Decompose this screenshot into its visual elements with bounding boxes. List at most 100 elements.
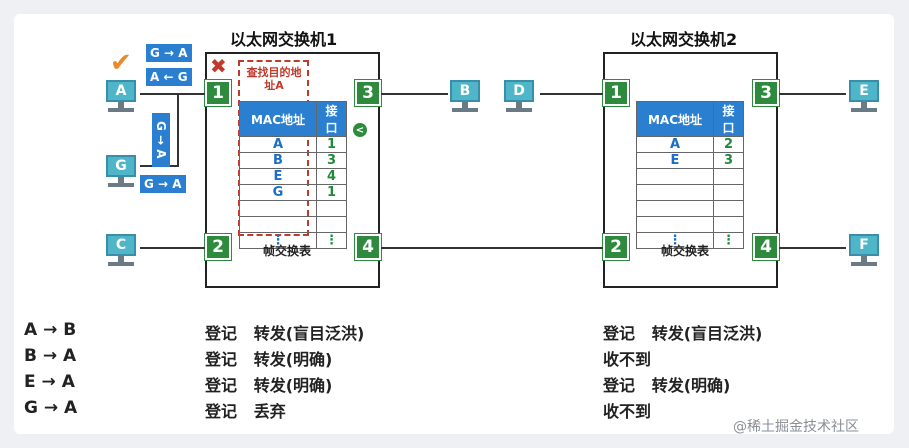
host-F: F bbox=[845, 234, 883, 276]
mac-header: MAC地址 bbox=[239, 101, 317, 137]
switch2-port-2: 2 bbox=[603, 234, 629, 260]
event-3-sw2: 登记 转发(明确) bbox=[603, 376, 731, 395]
port-cell: 1 bbox=[316, 136, 347, 153]
switch2-port-4: 4 bbox=[753, 234, 779, 260]
port-cell: ⋮ bbox=[316, 232, 347, 249]
host-A: A bbox=[102, 80, 140, 122]
link-sw1-B bbox=[381, 93, 448, 95]
host-G-label: G bbox=[106, 155, 136, 177]
switch1-port-1: 1 bbox=[205, 80, 231, 106]
event-4-sw2: 收不到 bbox=[603, 402, 652, 421]
port-cell bbox=[316, 216, 347, 233]
frame-G-to-A-bottom: G → A bbox=[140, 175, 186, 193]
switch2-port-3: 3 bbox=[753, 80, 779, 106]
port-cell: 1 bbox=[316, 184, 347, 201]
port-cell: 3 bbox=[316, 152, 347, 169]
frame-A-from-G: A ← G bbox=[146, 68, 192, 86]
mac-cell: A bbox=[239, 136, 317, 153]
event-2-sw2: 收不到 bbox=[603, 350, 652, 369]
host-B-label: B bbox=[450, 80, 480, 102]
link-sw2-E bbox=[779, 93, 846, 95]
frame-G-to-A-top: G → A bbox=[146, 44, 192, 62]
switch1-port-3: 3 bbox=[355, 80, 381, 106]
link-sw1-sw2 bbox=[381, 247, 603, 249]
host-B: B bbox=[446, 80, 484, 122]
mac-cell: ⋮ bbox=[239, 232, 317, 249]
table-row bbox=[636, 168, 744, 185]
port-header: 接口 bbox=[316, 101, 347, 137]
event-label-2: B → A bbox=[24, 346, 77, 366]
event-3-sw1: 登记 转发(明确) bbox=[205, 376, 333, 395]
link-D-sw2 bbox=[540, 93, 603, 95]
mac-cell bbox=[239, 216, 317, 233]
mac-header: MAC地址 bbox=[636, 101, 714, 137]
lookup-match-pointer-icon: < bbox=[353, 123, 367, 137]
table-row bbox=[636, 216, 744, 233]
host-G: G bbox=[102, 155, 140, 197]
port-cell bbox=[316, 200, 347, 217]
switch1-port-4: 4 bbox=[355, 234, 381, 260]
mac-cell: A bbox=[636, 136, 714, 153]
switch2-table-caption: 帧交换表 bbox=[661, 244, 710, 258]
port-header: 接口 bbox=[713, 101, 744, 137]
watermark: @稀土掘金技术社区 bbox=[733, 419, 859, 435]
event-label-4: G → A bbox=[24, 398, 78, 418]
table-row bbox=[239, 200, 347, 217]
frame-G-to-A-vertical: G → A bbox=[152, 113, 170, 167]
received-check-icon: ✔ bbox=[110, 48, 132, 78]
table-row bbox=[636, 184, 744, 201]
host-E-label: E bbox=[849, 80, 879, 102]
switch2-port-1: 1 bbox=[603, 80, 629, 106]
port-cell: 4 bbox=[316, 168, 347, 185]
link-C-sw1 bbox=[140, 247, 205, 249]
event-4-sw1: 登记 丢弃 bbox=[205, 402, 286, 421]
event-1-sw2: 登记 转发(盲目泛洪) bbox=[603, 324, 763, 343]
port-cell: 3 bbox=[713, 152, 744, 169]
host-D: D bbox=[500, 80, 538, 122]
host-F-label: F bbox=[849, 234, 879, 256]
port-cell bbox=[713, 200, 744, 217]
mac-cell: G bbox=[239, 184, 317, 201]
host-E: E bbox=[845, 80, 883, 122]
port-cell bbox=[713, 216, 744, 233]
port-cell: 2 bbox=[713, 136, 744, 153]
mac-cell bbox=[636, 168, 714, 185]
lookup-note: 查找目的地址A bbox=[246, 66, 302, 92]
mac-cell: E bbox=[636, 152, 714, 169]
port-cell bbox=[713, 168, 744, 185]
table-row bbox=[239, 216, 347, 233]
host-C-label: C bbox=[106, 234, 136, 256]
table-row bbox=[636, 200, 744, 217]
switch1-title: 以太网交换机1 bbox=[230, 30, 338, 49]
event-label-3: E → A bbox=[24, 372, 75, 392]
mac-cell: B bbox=[239, 152, 317, 169]
event-1-sw1: 登记 转发(盲目泛洪) bbox=[205, 324, 365, 343]
switch1-port-2: 2 bbox=[205, 234, 231, 260]
link-sw2-F bbox=[779, 247, 846, 249]
port-cell: ⋮ bbox=[713, 232, 744, 249]
discard-x-icon: ✖ bbox=[210, 54, 227, 78]
event-label-1: A → B bbox=[24, 320, 77, 340]
mac-cell bbox=[239, 200, 317, 217]
table-row: ⋮⋮ bbox=[636, 232, 744, 249]
host-C: C bbox=[102, 234, 140, 276]
event-2-sw1: 登记 转发(明确) bbox=[205, 350, 333, 369]
mac-cell bbox=[636, 184, 714, 201]
mac-cell bbox=[636, 200, 714, 217]
mac-cell bbox=[636, 216, 714, 233]
host-D-label: D bbox=[504, 80, 534, 102]
link-G-vertical bbox=[177, 93, 179, 167]
switch2-title: 以太网交换机2 bbox=[630, 30, 738, 49]
link-A-sw1 bbox=[140, 93, 205, 95]
table-row: ⋮⋮ bbox=[239, 232, 347, 249]
host-A-label: A bbox=[106, 80, 136, 102]
port-cell bbox=[713, 184, 744, 201]
